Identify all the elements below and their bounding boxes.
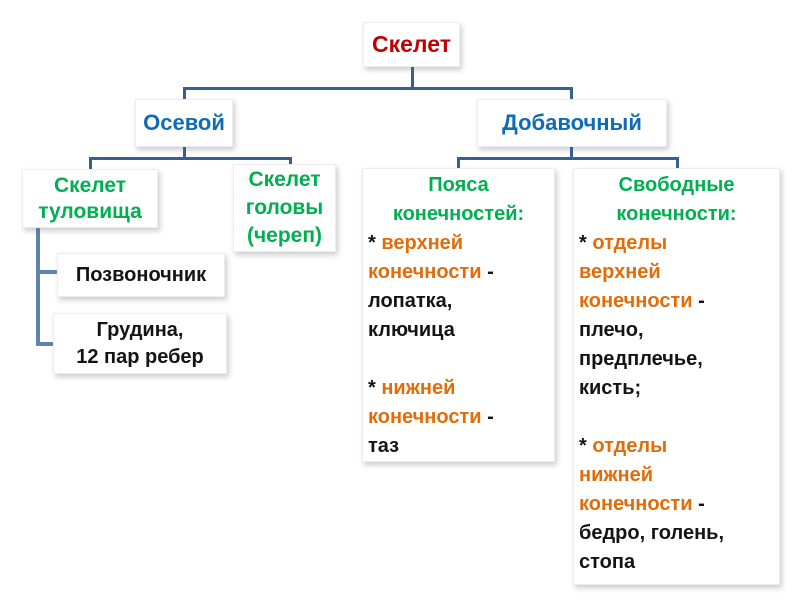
text-line: ключица [368, 319, 455, 341]
text-line: конечностей: [392, 203, 525, 225]
text-line: Свободные [618, 174, 735, 196]
connector-drop-free-limbs [676, 159, 679, 170]
text-line: Пояса [428, 174, 489, 196]
text-line: нижней [579, 464, 654, 486]
text-line: верхней [579, 261, 661, 283]
text-line: Позвоночник [75, 263, 207, 286]
text-line: туловища [38, 199, 142, 223]
text-line: Скелет [53, 173, 127, 197]
text-line: головы [245, 196, 324, 219]
connector-root-stem [411, 67, 414, 88]
text-line [574, 403, 779, 432]
node-appendicular: Добавочный [477, 99, 667, 147]
text-line: конечности - [368, 261, 494, 283]
text-line: стопа [579, 551, 636, 573]
node-limb-girdles: Пояса конечностей: * верхней конечности - ло… [362, 168, 555, 462]
connector-drop-girdles [457, 159, 460, 170]
node-free-limbs: Свободные конечности: * отделы верхней конеч… [573, 168, 780, 585]
node-axial: Осевой [135, 99, 233, 147]
connector-axial-horizontal [89, 157, 292, 160]
text-line: конечности - [579, 290, 705, 312]
text-line: * нижней [368, 377, 456, 399]
connector-appendicular-stem [570, 146, 573, 158]
connector-drop-trunk [89, 159, 92, 170]
connector-appendicular-horizontal [457, 157, 679, 160]
text-line: бедро, голень, [579, 522, 724, 544]
text-line: кисть; [579, 377, 642, 399]
text-line: Добавочный [502, 110, 642, 135]
text-line: 12 пар ребер [76, 345, 204, 368]
node-spine: Позвоночник [57, 253, 225, 297]
text-line: конечности - [579, 493, 705, 515]
text-line: конечности - [368, 406, 494, 428]
text-line: Скелет [248, 168, 321, 191]
text-line [363, 345, 554, 374]
text-line: конечности: [616, 203, 737, 225]
node-head-skeleton: Скелет головы (череп) [233, 164, 336, 252]
text-line: Грудина, [96, 318, 184, 341]
node-sternum-ribs: Грудина, 12 пар ребер [53, 313, 227, 374]
node-skeleton: Скелет [363, 22, 460, 67]
connector-axial-stem [183, 146, 186, 158]
text-line: * отделы [579, 232, 668, 254]
text-line: Скелет [372, 31, 451, 57]
text-line: Осевой [143, 110, 225, 135]
bracket-stub-spine [39, 270, 57, 274]
bracket-trunk-children-vertical [36, 228, 40, 346]
text-line: лопатка, [368, 290, 453, 312]
text-line: * верхней [368, 232, 464, 254]
connector-drop-axial [183, 89, 186, 100]
text-line: плечо, [579, 319, 644, 341]
connector-level1-horizontal [183, 87, 573, 90]
text-line: * отделы [579, 435, 668, 457]
connector-drop-appendicular [570, 89, 573, 100]
text-line: (череп) [246, 224, 323, 247]
text-line: таз [368, 435, 400, 457]
bracket-stub-sternum [39, 342, 54, 346]
text-line: предплечье, [579, 348, 703, 370]
